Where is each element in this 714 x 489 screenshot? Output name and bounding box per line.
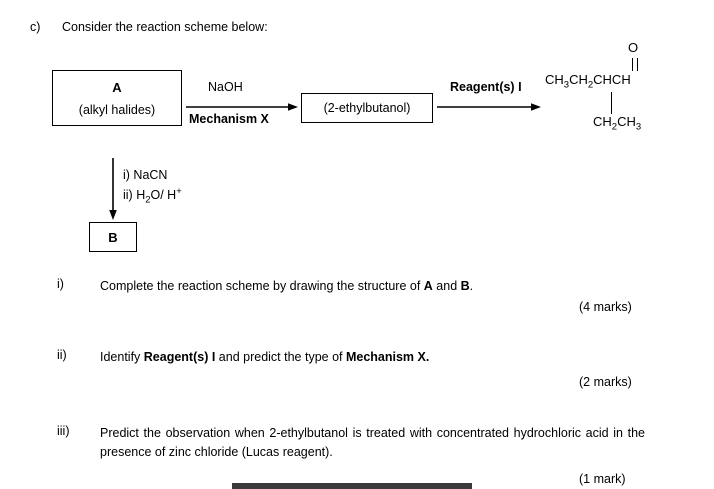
question-ii-marks: (2 marks) [579, 375, 632, 389]
arrow2-reagent-label: Reagent(s) I [450, 80, 522, 94]
question-i-number: i) [57, 277, 64, 291]
reaction-arrow-2-icon [437, 103, 541, 111]
box-compound-b: B [89, 222, 137, 252]
double-bond-icon [632, 58, 639, 71]
arrow1-reagent-label: NaOH [208, 80, 243, 94]
down-arrow-step2-label: ii) H2O/ H+ [123, 186, 182, 206]
box-a-subtitle: (alkyl halides) [78, 102, 156, 117]
box-compound-a: A (alkyl halides) [52, 70, 182, 126]
product-ethyl-branch: CH2CH3 [593, 114, 642, 133]
box-intermediate-product: (2-ethylbutanol) [301, 93, 433, 123]
product-structure: O CH3CH2CHCH CH2CH3 [545, 40, 705, 136]
bottom-scroll-bar[interactable] [232, 483, 472, 489]
reaction-arrow-1-icon [186, 103, 298, 111]
question-i-text: Complete the reaction scheme by drawing … [100, 279, 474, 293]
question-ii-text: Identify Reagent(s) I and predict the ty… [100, 350, 430, 364]
single-bond-icon [611, 92, 612, 114]
reaction-arrow-down-icon [109, 158, 117, 220]
question-iii-marks: (1 mark) [579, 472, 626, 486]
oxygen-atom-label: O [628, 40, 639, 55]
box-a-title: A [112, 79, 122, 95]
question-iii-number: iii) [57, 424, 70, 438]
part-label-c: c) [30, 20, 41, 34]
question-ii-number: ii) [57, 348, 67, 362]
product-main-chain: CH3CH2CHCH [545, 72, 631, 91]
down-arrow-step1-label: i) NaCN [123, 168, 168, 182]
arrow1-mechanism-label: Mechanism X [189, 112, 269, 126]
question-i-marks: (4 marks) [579, 300, 632, 314]
intro-text: Consider the reaction scheme below: [62, 20, 268, 34]
question-iii-text: Predict the observation when 2-ethylbuta… [100, 426, 645, 460]
